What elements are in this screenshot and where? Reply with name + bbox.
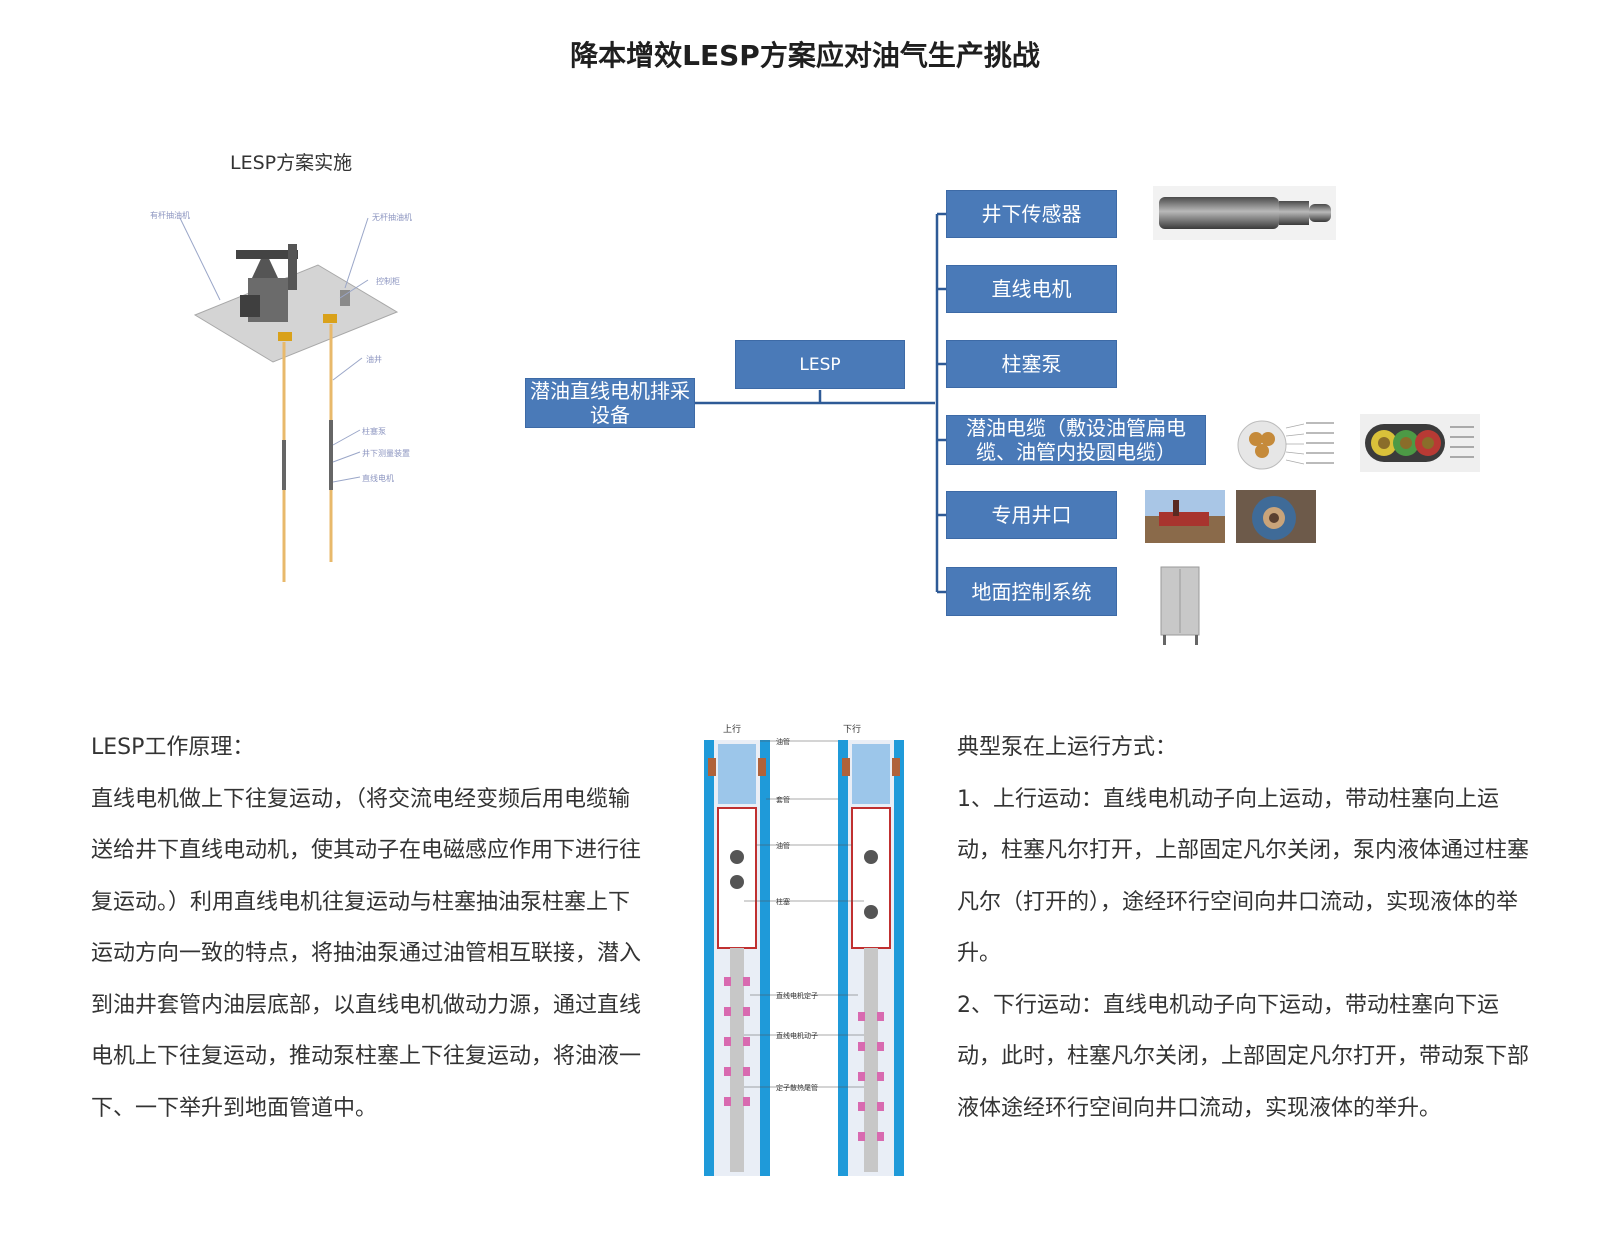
wellhead-equipment-photo [1236,490,1316,543]
principle-section: LESP工作原理： 直线电机做上下往复运动，（将交流电经变频后用电缆输送给井下直… [91,722,649,1134]
branch-node-plunger-pump: 柱塞泵 [946,340,1117,388]
pump-callout: 直线电机动子 [776,1031,818,1040]
branch-label: 地面控制系统 [971,579,1092,604]
operation-step-up: 1、上行运动：直线电机动子向上运动，带动柱塞向上运动，柱塞凡尔打开，上部固定凡尔… [957,786,1530,967]
branch-label: 柱塞泵 [1001,352,1062,376]
branch-node-special-wellhead: 专用井口 [946,491,1117,539]
lesp-node-label: LESP [799,354,841,375]
pump-callout: 直线电机定子 [776,991,818,1000]
pump-cross-section-figure: 上行 下行 油管 套管 油管 柱塞 直线电机定子 直线电机动子 定子散热尾管 [704,723,904,1176]
pump-callout: 柱塞 [776,897,790,906]
scene-label: 无杆抽油机 [372,212,412,222]
scene-label: 直线电机 [362,473,394,483]
pump-callout: 油管 [776,841,790,850]
page-title: 降本增效LESP方案应对油气生产挑战 [570,39,1040,72]
cable-cross-section-photo [1234,416,1339,474]
pump-callout: 定子散热尾管 [776,1083,818,1092]
operation-heading: 典型泵在上运行方式： [957,735,1178,760]
branch-label: 直线电机 [991,277,1072,301]
pump-callout: 油管 [776,737,790,746]
operation-step-down: 2、下行运动：直线电机动子向下运动，带动柱塞向下运动，此时，柱塞凡尔关闭，上部固… [957,992,1530,1121]
scene-label: 控制柜 [376,276,400,286]
sensor-photo [1153,186,1336,240]
branch-node-linear-motor: 直线电机 [946,265,1117,313]
lesp-implementation-illustration: 有杆抽油机 无杆抽油机 控制柜 油井 柱塞泵 井下测量装置 直线电机 [150,210,412,582]
scene-label: 有杆抽油机 [150,210,190,220]
diagram-connectors [695,212,948,594]
root-node-box: 潜油直线电机排采设备 [525,378,695,428]
wellhead-field-photo [1145,490,1225,543]
scene-label: 柱塞泵 [362,426,386,436]
branch-node-submersible-cable: 潜油电缆（敷设油管扁电缆、油管内投圆电缆） [946,415,1206,465]
scene-label: 油井 [366,354,382,364]
branch-node-surface-control-system: 地面控制系统 [946,567,1117,616]
wellhead-marker-icon [278,332,292,341]
down-stroke-label: 下行 [843,723,861,735]
branch-label: 专用井口 [991,503,1072,527]
lesp-node-box: LESP [735,340,905,389]
pump-callout: 套管 [776,795,790,804]
wellhead-marker-icon [323,314,337,323]
control-cabinet-photo [1155,563,1203,647]
scene-label: 井下测量装置 [362,448,410,458]
branch-label: 井下传感器 [981,202,1082,226]
control-box-icon [340,290,350,306]
down-stroke-pump [838,740,904,1176]
principle-body: 直线电机做上下往复运动，（将交流电经变频后用电缆输送给井下直线电动机，使其动子在… [91,786,642,1121]
branch-node-downhole-sensor: 井下传感器 [946,190,1117,238]
branch-label: 潜油电缆（敷设油管扁电缆、油管内投圆电缆） [966,416,1186,464]
up-stroke-label: 上行 [723,723,741,735]
operation-section: 典型泵在上运行方式： 1、上行运动：直线电机动子向上运动，带动柱塞向上运动，柱塞… [957,722,1532,1134]
implementation-caption: LESP方案实施 [230,152,353,174]
up-stroke-pump [704,740,770,1176]
root-node-label: 潜油直线电机排采设备 [530,379,690,427]
flat-cable-photo [1360,414,1480,472]
principle-heading: LESP工作原理： [91,735,255,760]
pumpjack-icon [236,244,298,322]
